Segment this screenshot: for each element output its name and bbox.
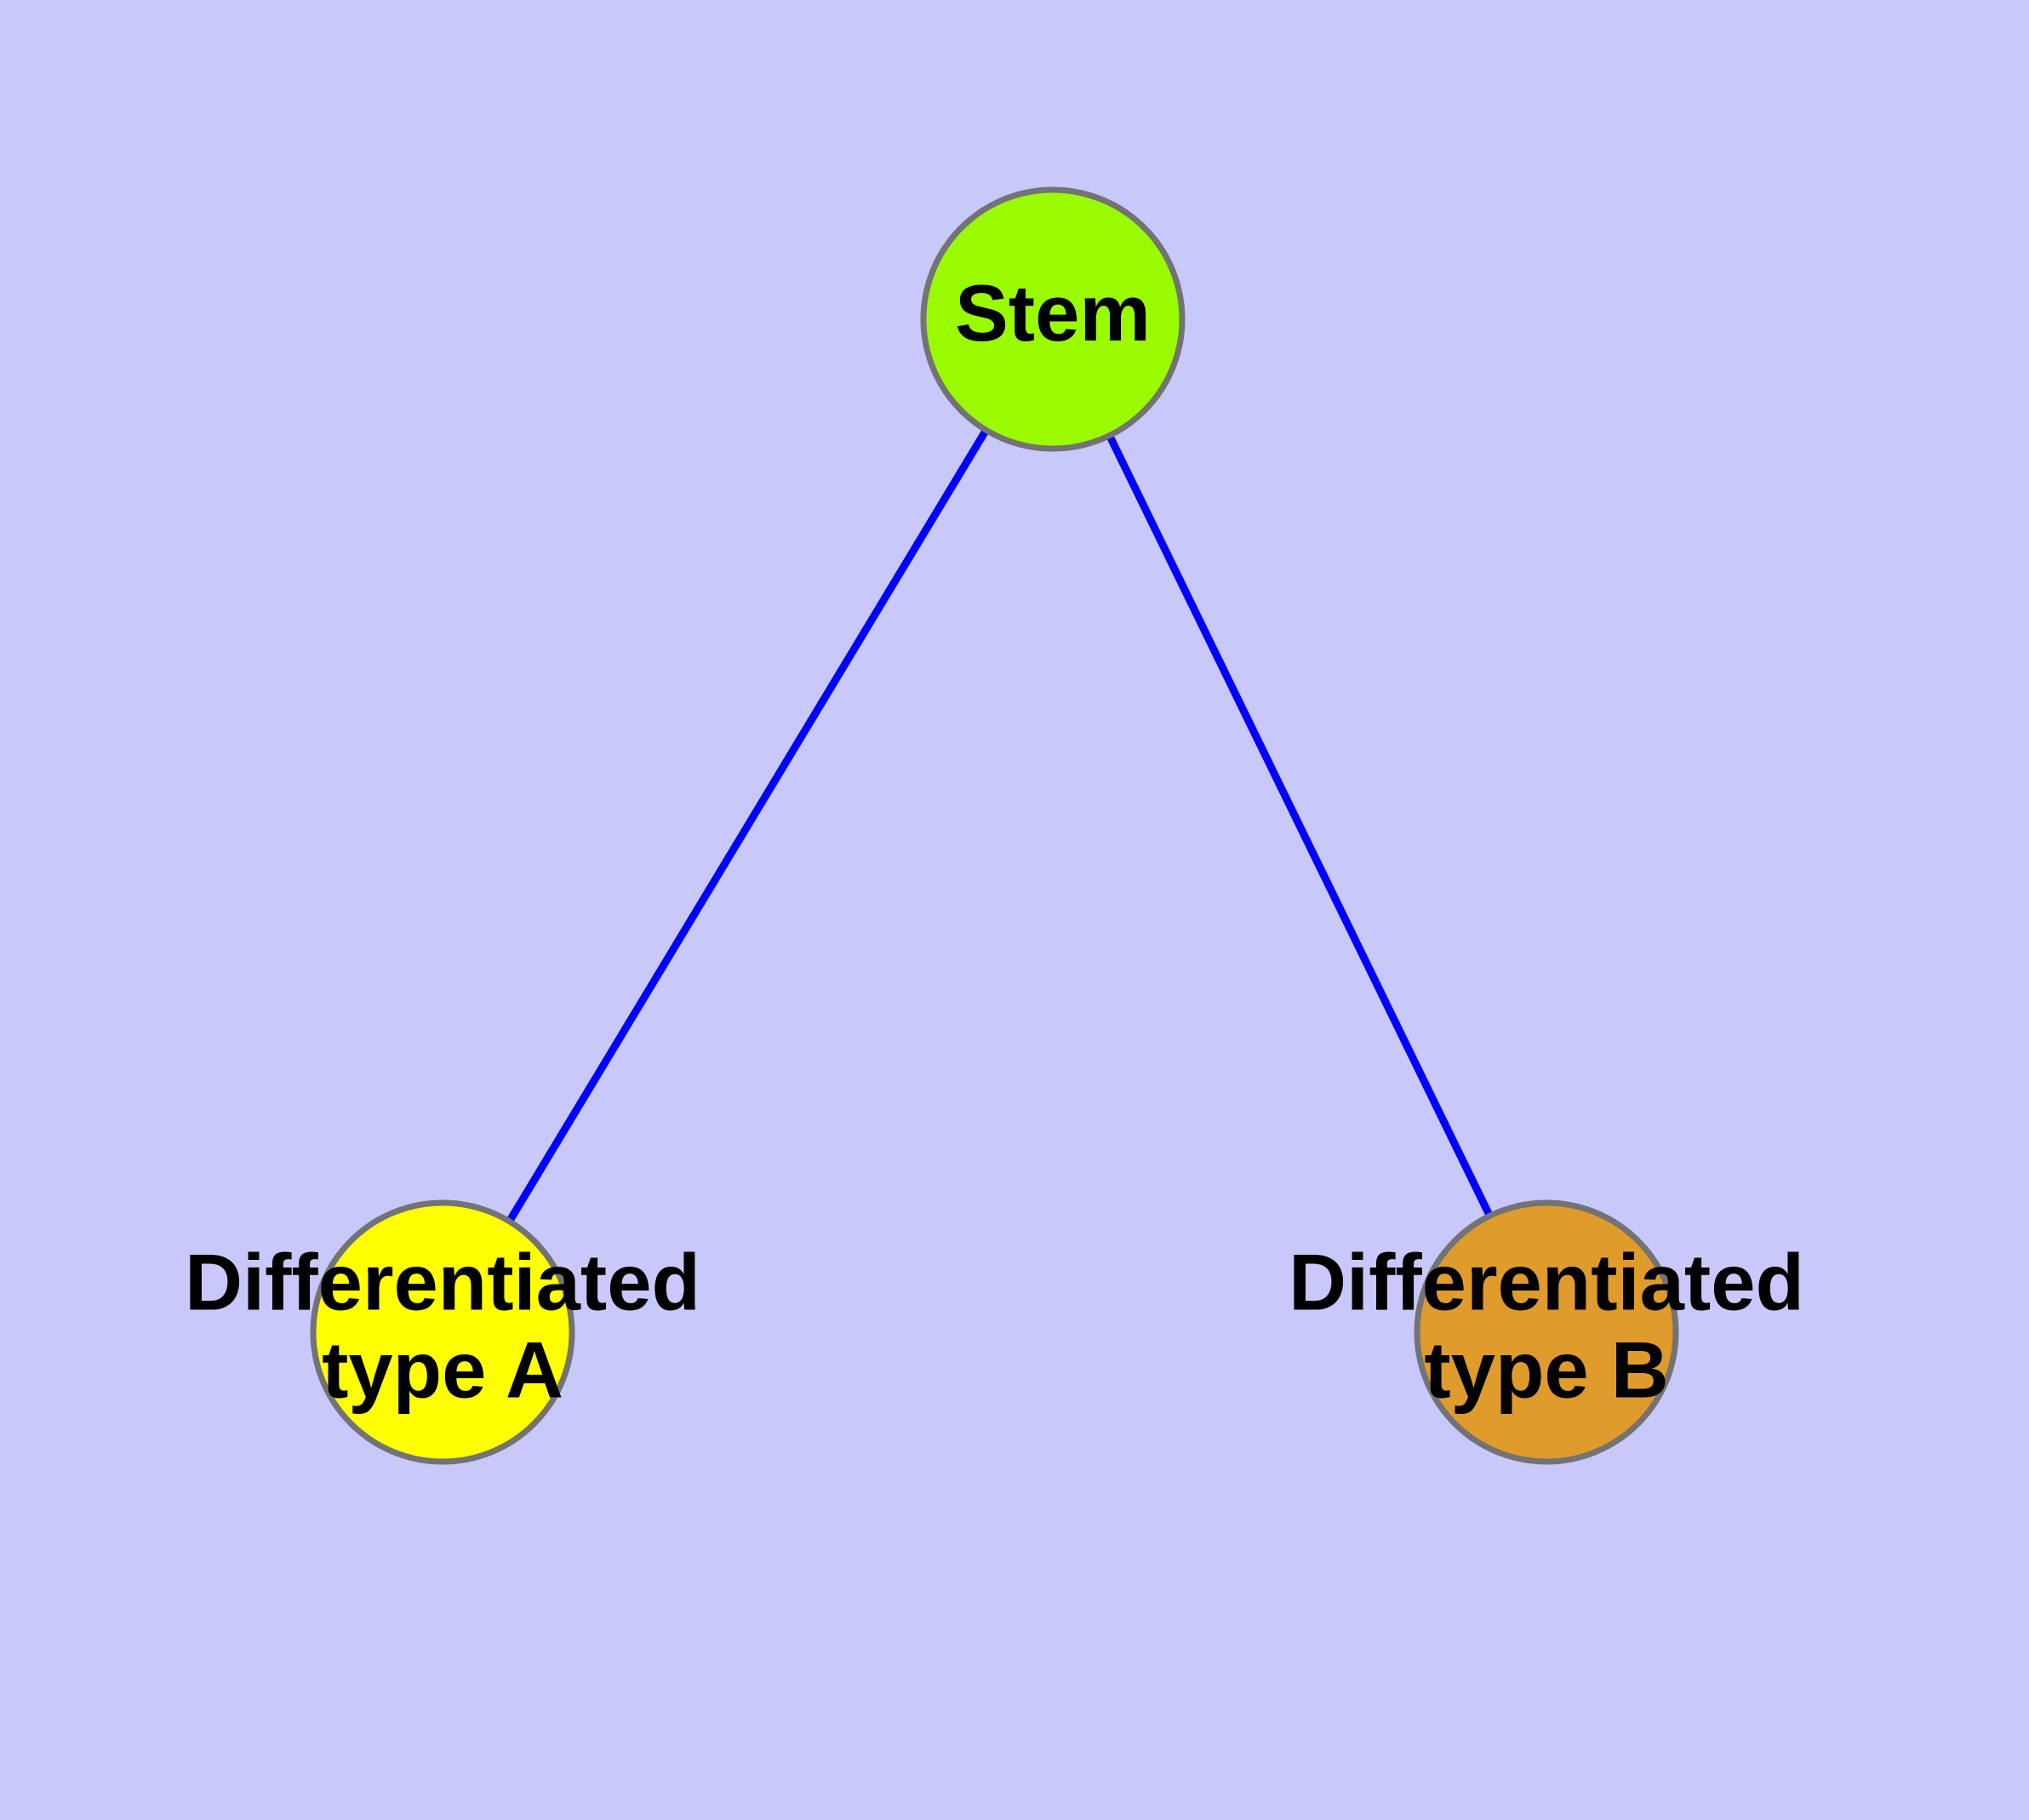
node-label-stem: Stem [955, 268, 1151, 358]
node-stem[interactable]: Stem [920, 186, 1186, 452]
node-circle-diff_b[interactable] [1414, 1199, 1679, 1465]
node-label-line: Differentiated [185, 1237, 700, 1326]
node-label-line: Differentiated [1289, 1237, 1804, 1326]
node-circle-stem[interactable] [920, 186, 1186, 452]
node-label-line: type A [322, 1325, 563, 1414]
edge-stem-diff-a[interactable] [504, 425, 992, 1227]
edges-group [504, 425, 1495, 1227]
node-label-line: Stem [955, 268, 1151, 358]
node-label-line: type B [1424, 1325, 1668, 1414]
edge-stem-diff-b[interactable] [1104, 431, 1495, 1221]
node-circle-diff_a[interactable] [310, 1199, 575, 1465]
